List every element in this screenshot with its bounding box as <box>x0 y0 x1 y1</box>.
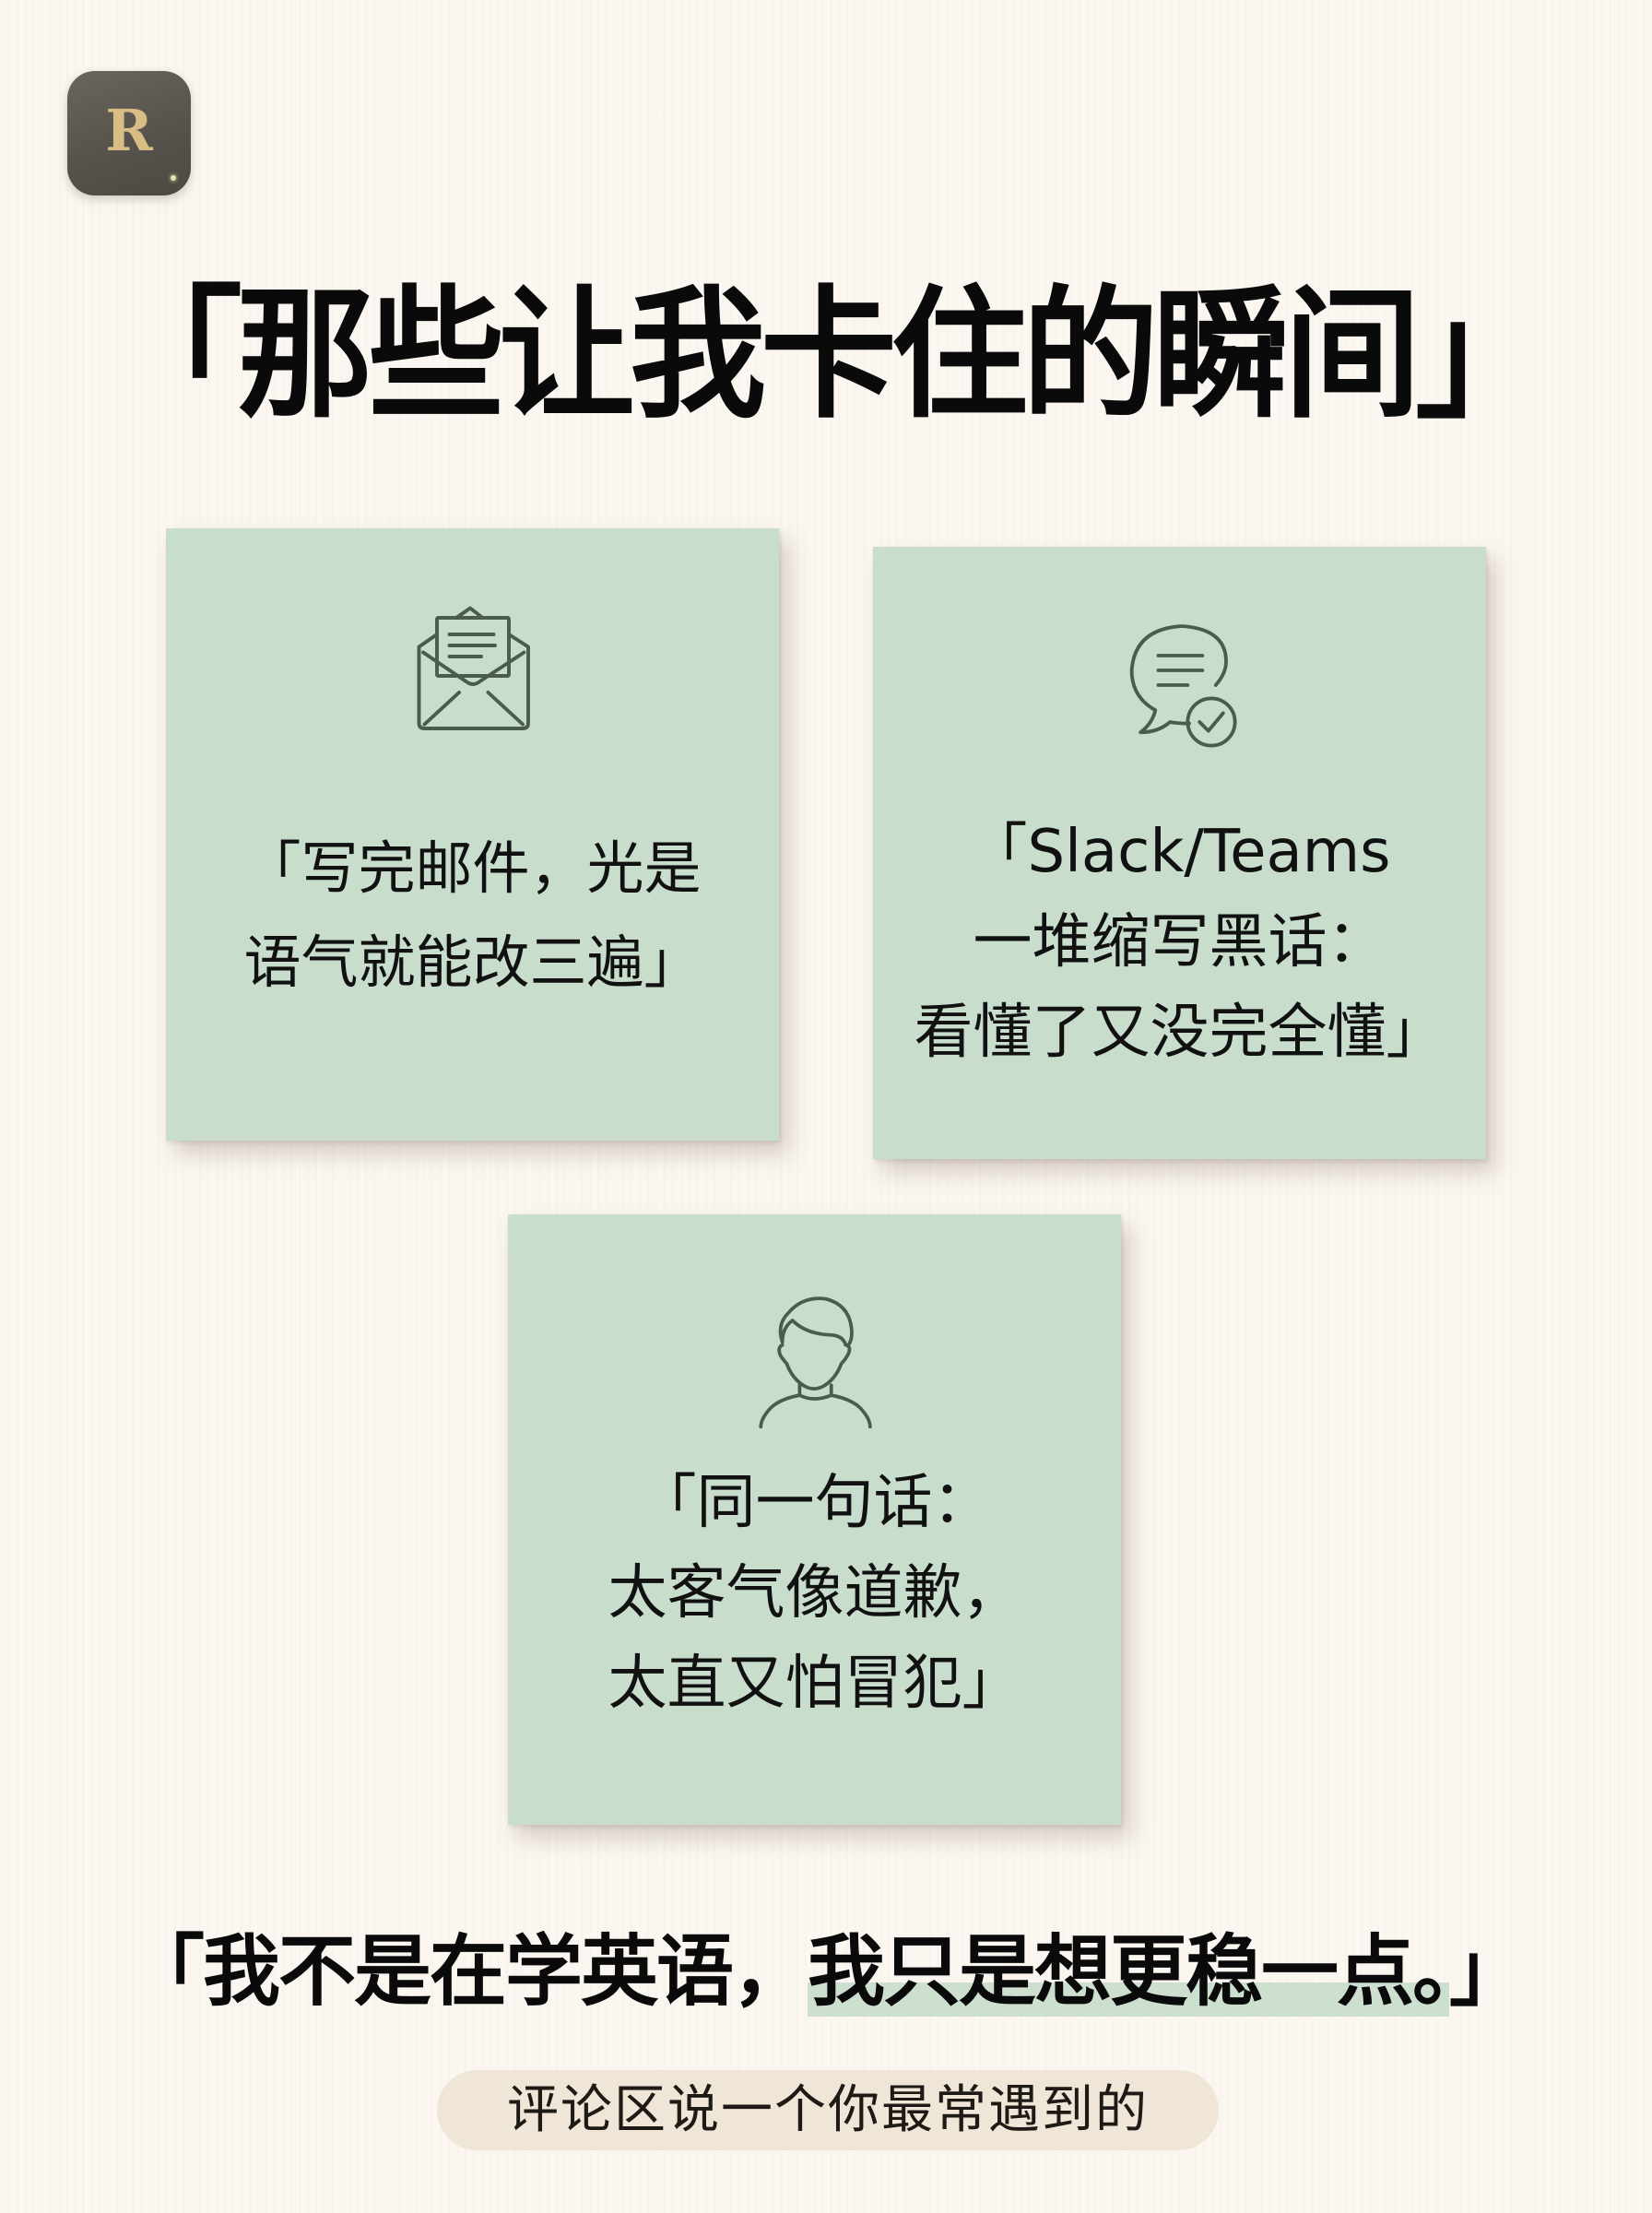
card-line: 一堆缩写黑话： <box>973 908 1386 976</box>
page-title: 「那些让我卡住的瞬间」 <box>106 272 1552 438</box>
person-avatar-icon <box>742 1284 886 1428</box>
logo-dot-icon <box>171 175 176 181</box>
card-line: 「同一句话： <box>637 1469 992 1537</box>
closing-quote: 「我不是在学英语，我只是想更稳一点。」 <box>0 1925 1652 2018</box>
card-text: 「Slack/Teams 一堆缩写黑话： 看懂了又没完全懂」 <box>873 807 1486 1078</box>
card-line: 看懂了又没完全懂」 <box>914 999 1446 1067</box>
envelope-letter-icon <box>404 598 542 737</box>
chat-bubble-check-icon <box>1108 611 1256 759</box>
card-text: 「同一句话： 太客气像道歉， 太直又怕冒犯」 <box>508 1458 1121 1729</box>
brand-logo-letter: R <box>105 97 153 164</box>
quote-part-1: 「我不是在学英语， <box>126 1926 809 2017</box>
card-email-tone: 「写完邮件，光是 语气就能改三遍」 <box>166 528 779 1141</box>
card-same-sentence: 「同一句话： 太客气像道歉， 太直又怕冒犯」 <box>508 1214 1121 1825</box>
card-line: 太客气像道歉， <box>608 1559 1021 1627</box>
comment-cta-pill: 评论区说一个你最常遇到的 <box>437 2070 1219 2150</box>
card-slack-teams: 「Slack/Teams 一堆缩写黑话： 看懂了又没完全懂」 <box>873 547 1486 1159</box>
card-line: 太直又怕冒犯」 <box>608 1650 1021 1718</box>
card-text: 「写完邮件，光是 语气就能改三遍」 <box>166 822 779 1010</box>
card-line: 「写完邮件，光是 <box>243 834 702 902</box>
card-line: 语气就能改三遍」 <box>243 929 702 996</box>
card-line: 「Slack/Teams <box>968 818 1391 886</box>
brand-logo: R <box>67 71 191 195</box>
quote-highlight: 我只是想更稳一点。 <box>807 1926 1451 2017</box>
quote-part-2: 」 <box>1449 1926 1527 2017</box>
